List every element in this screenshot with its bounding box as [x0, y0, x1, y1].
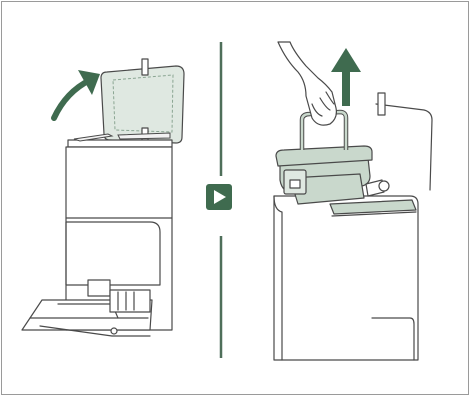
open-lid [101, 59, 184, 143]
step-2-lift-bin [274, 42, 432, 360]
step-1-open-lid [22, 59, 184, 336]
up-arrow-icon [331, 48, 361, 106]
curved-arrow-icon [54, 70, 100, 118]
dust-bin [276, 112, 389, 204]
step-divider [206, 42, 232, 358]
